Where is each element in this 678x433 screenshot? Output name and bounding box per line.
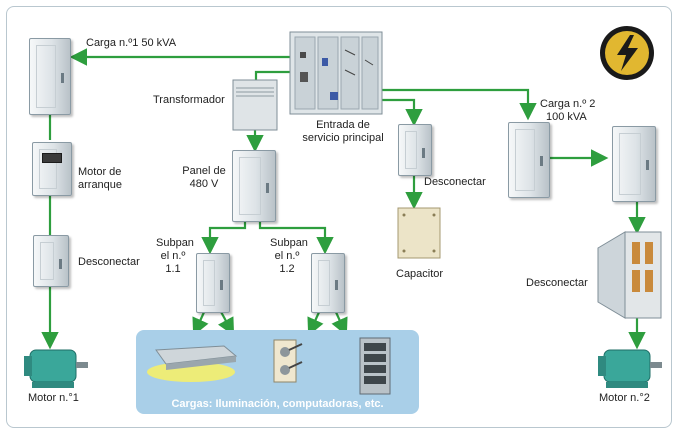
wire-main-to-transformer <box>254 70 290 80</box>
carga2-panel <box>508 122 550 198</box>
wire-subpan2-load-b <box>331 309 348 337</box>
label-transformador: Transformador <box>153 94 225 106</box>
wire-subpan1-load-b <box>217 309 235 336</box>
label-motor2: Motor n.°2 <box>599 392 650 404</box>
motor-2 <box>598 349 662 388</box>
light-fixture-icon <box>147 345 238 382</box>
wire-subpan2-load-a <box>307 309 324 337</box>
motor-1 <box>24 349 88 388</box>
lightning-bolt-icon <box>617 35 638 71</box>
main-service-switchboard <box>289 31 383 115</box>
label-subpanel-1-1: Subpan el n.º 1.1 <box>156 237 194 275</box>
subpanel-1-2 <box>311 253 345 313</box>
loads-caption: Cargas: Iluminación, computadoras, etc. <box>171 398 384 410</box>
loads-graphics <box>147 337 391 395</box>
wire-panel-to-subpan1 <box>201 221 247 255</box>
capacitor-unit <box>397 207 441 259</box>
panel-right <box>612 126 656 202</box>
computer-rack-icon <box>359 337 391 395</box>
subpanel-1-1 <box>196 253 230 313</box>
panel-480v <box>232 150 276 222</box>
starter-display <box>42 153 62 163</box>
label-panel-480v: Panel de 480 V <box>182 165 226 190</box>
label-capacitor: Capacitor <box>396 268 444 280</box>
label-carga2: Carga n.º 2 100 kVA <box>540 98 596 123</box>
label-entrada-servicio: Entrada de servicio principal <box>302 119 384 144</box>
wire-panel-to-subpan2 <box>258 221 334 255</box>
disconnect-mid <box>398 124 432 176</box>
lightning-logo <box>600 26 654 80</box>
transformer <box>232 79 278 131</box>
motor-starter <box>32 142 72 196</box>
label-motor1: Motor n.°1 <box>28 392 79 404</box>
outlet-icon <box>273 339 303 383</box>
label-desconectar-right: Desconectar <box>526 277 588 289</box>
open-disconnect-right <box>597 231 662 319</box>
wire-main-to-carga2 <box>372 88 537 121</box>
loads-area: Cargas: Iluminación, computadoras, etc. <box>136 330 419 414</box>
wire-main-to-desc-mid <box>380 98 423 127</box>
disconnect-left <box>33 235 69 287</box>
label-desconectar-mid: Desconectar <box>424 176 486 188</box>
label-motor-arranque: Motor de arranque <box>78 166 123 191</box>
label-desconectar-left: Desconectar <box>78 256 140 268</box>
label-carga1: Carga n.º1 50 kVA <box>86 37 177 49</box>
carga1-panel <box>29 38 71 115</box>
label-subpanel-1-2: Subpan el n.º 1.2 <box>270 237 308 275</box>
wire-subpan1-load-a <box>192 309 209 337</box>
